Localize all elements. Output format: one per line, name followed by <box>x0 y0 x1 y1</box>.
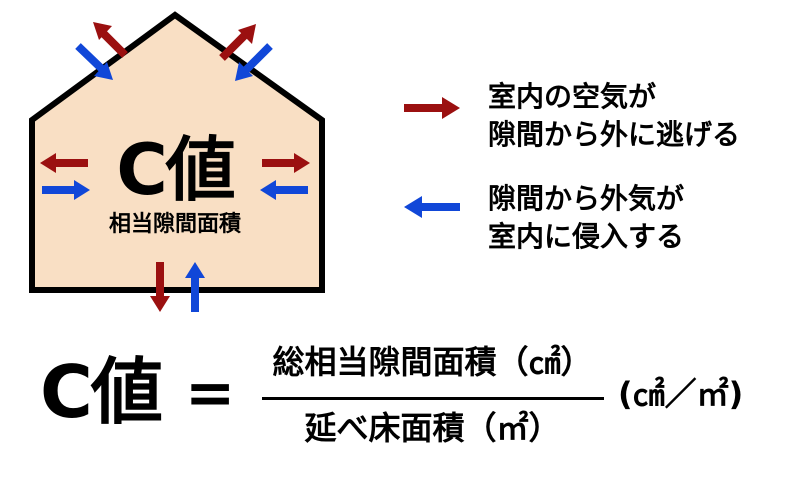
legend-air-enters-line-2: 室内に侵入する <box>488 220 685 253</box>
house-title: C値 <box>116 129 235 211</box>
right-wall-out-arrow <box>262 153 310 173</box>
legend-air-enters-line-1: 隙間から外気が <box>488 182 685 215</box>
formula-equals: = <box>185 358 236 428</box>
floor-out-arrow <box>150 262 170 312</box>
blue-arrow-left-icon <box>404 196 460 218</box>
roof-left-in-arrow <box>75 43 113 80</box>
house-subtitle: 相当隙間面積 <box>108 212 241 237</box>
roof-left-out-arrow <box>93 22 128 58</box>
legend-air-enters: 隙間から外気が 室内に侵入する <box>488 180 684 256</box>
legend-air-escapes-line-1: 室内の空気が <box>488 80 657 113</box>
formula-denominator: 延べ床面積（㎡） <box>304 409 561 447</box>
legend-air-escapes: 室内の空気が 隙間から外に逃げる <box>488 78 740 154</box>
house-shape <box>29 11 325 293</box>
right-wall-in-arrow <box>260 180 308 200</box>
left-wall-in-arrow <box>42 180 90 200</box>
formula-unit: (㎠／㎡) <box>618 375 744 413</box>
red-arrow-right-icon <box>404 97 460 119</box>
fraction-bar <box>262 397 604 400</box>
formula-lhs: C値 <box>40 350 163 434</box>
legend-air-escapes-line-2: 隙間から外に逃げる <box>488 118 741 151</box>
formula-numerator: 総相当隙間面積（㎠） <box>272 343 593 381</box>
floor-in-arrow <box>185 262 205 312</box>
left-wall-out-arrow <box>40 153 88 173</box>
roof-right-in-arrow <box>235 43 273 81</box>
roof-right-out-arrow <box>219 24 256 61</box>
